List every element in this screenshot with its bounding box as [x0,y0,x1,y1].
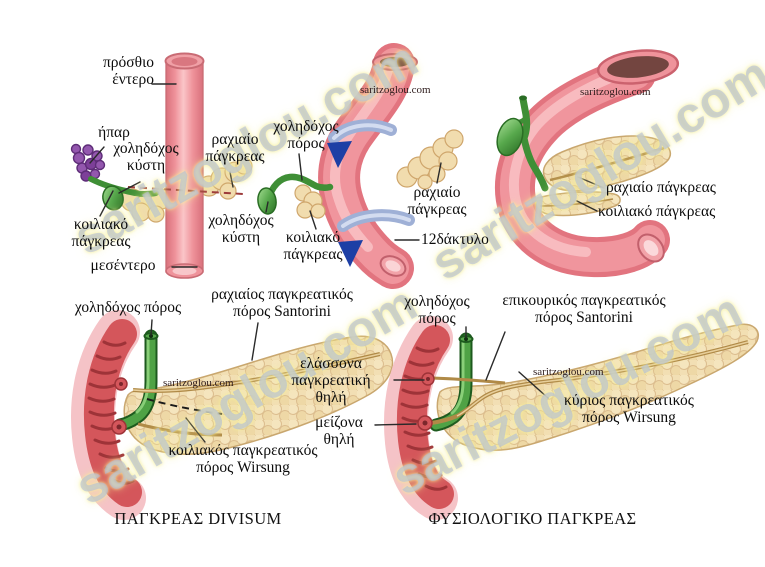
caption-normal-pancreas: ΦΥΣΙΟΛΟΓΙΚΟ ΠΑΓΚΡΕΑΣ [428,509,637,528]
label-bile-duct-divisum: χοληδόχος πόρος [74,299,182,316]
small-watermark: saritzoglou.com [580,86,651,98]
label-gallbladder-stage1: χοληδόχος κύστη [113,140,179,175]
small-watermark: saritzoglou.com [533,366,604,378]
normal-duodenum [384,316,458,520]
divisum-dashed-separation [146,398,223,415]
label-dorsal-pancreas-stage1: ραχιαίο πάγκρεας [205,131,265,166]
stage1-bile-duct-art [88,176,159,198]
label-ventral-pancreas-stage1: κοιλιακό πάγκρεας [71,216,131,251]
stage2-gallbladder-art [257,187,277,215]
stage2-embryo-art [257,43,464,289]
rotation-arrow-top [327,119,397,168]
label-wirsung-divisum: κοιλιακός παγκρεατικός πόρος Wirsung [168,442,318,477]
label-duodenum-stage2: 12δάκτυλο [421,231,489,248]
label-dorsal-pancreas-stage3: ραχιαίο πάγκρεας [606,179,716,196]
label-liver: ήπαρ [98,124,130,141]
label-gallbladder-stage2: χοληδόχος κύστη [208,212,274,247]
normal-pancreas-art [384,316,759,520]
label-wirsung-normal: κύριος παγκρεατικός πόρος Wirsung [564,392,694,427]
stage2-ventral-pancreas-art [294,184,326,219]
small-watermark: saritzoglou.com [360,84,431,96]
label-foregut: πρόσθιο έντερο [102,54,154,89]
stage1-gut-tube [165,59,204,273]
label-ventral-pancreas-stage2: κοιλιακό πάγκρεας [283,229,343,264]
stage1-liver-art [70,143,106,182]
divisum-duodenum [71,310,146,520]
label-major-papilla: μείζονα θηλή [315,414,363,449]
label-bile-duct-stage2: χοληδόχος πόρος [273,118,339,153]
stage3-embryo-art [495,49,680,278]
stage2-bile-duct-art [264,173,334,204]
stage3-gallbladder-art [496,95,549,192]
label-santorini-normal: επικουρικός παγκρεατικός πόρος Santorini [502,292,666,327]
normal-santorini-duct-art [431,376,506,385]
stage3-dorsal-pancreas-art [542,135,672,192]
label-santorini-divisum: ραχιαίος παγκρεατικός πόρος Santorini [211,286,353,321]
stage1-gallbladder-art [102,185,124,211]
caption-pancreas-divisum: ΠΑΓΚΡΕΑΣ DIVISUM [114,509,282,528]
normal-pancreas-body [436,323,759,451]
label-bile-duct-normal: χοληδόχος πόρος [404,293,470,328]
divisum-wirsung-duct-art [137,422,223,437]
stage1-embryo-art [70,52,253,279]
label-minor-papilla: ελάσσονα παγκρεατική θηλή [291,355,371,407]
label-mesentery: μεσέντερο [90,257,156,274]
leader-lines [89,83,605,443]
stage3-duodenum-tube [495,54,670,278]
stage2-dorsal-pancreas-art [396,129,464,190]
label-ventral-pancreas-stage3: κοιλιακό πάγκρεας [598,203,716,220]
label-dorsal-pancreas-stage2: ραχιαίο πάγκρεας [407,184,467,219]
stage1-fusion-dashed-line [127,186,244,195]
small-watermark: saritzoglou.com [163,377,234,389]
rotation-arrow-bottom [337,209,415,267]
